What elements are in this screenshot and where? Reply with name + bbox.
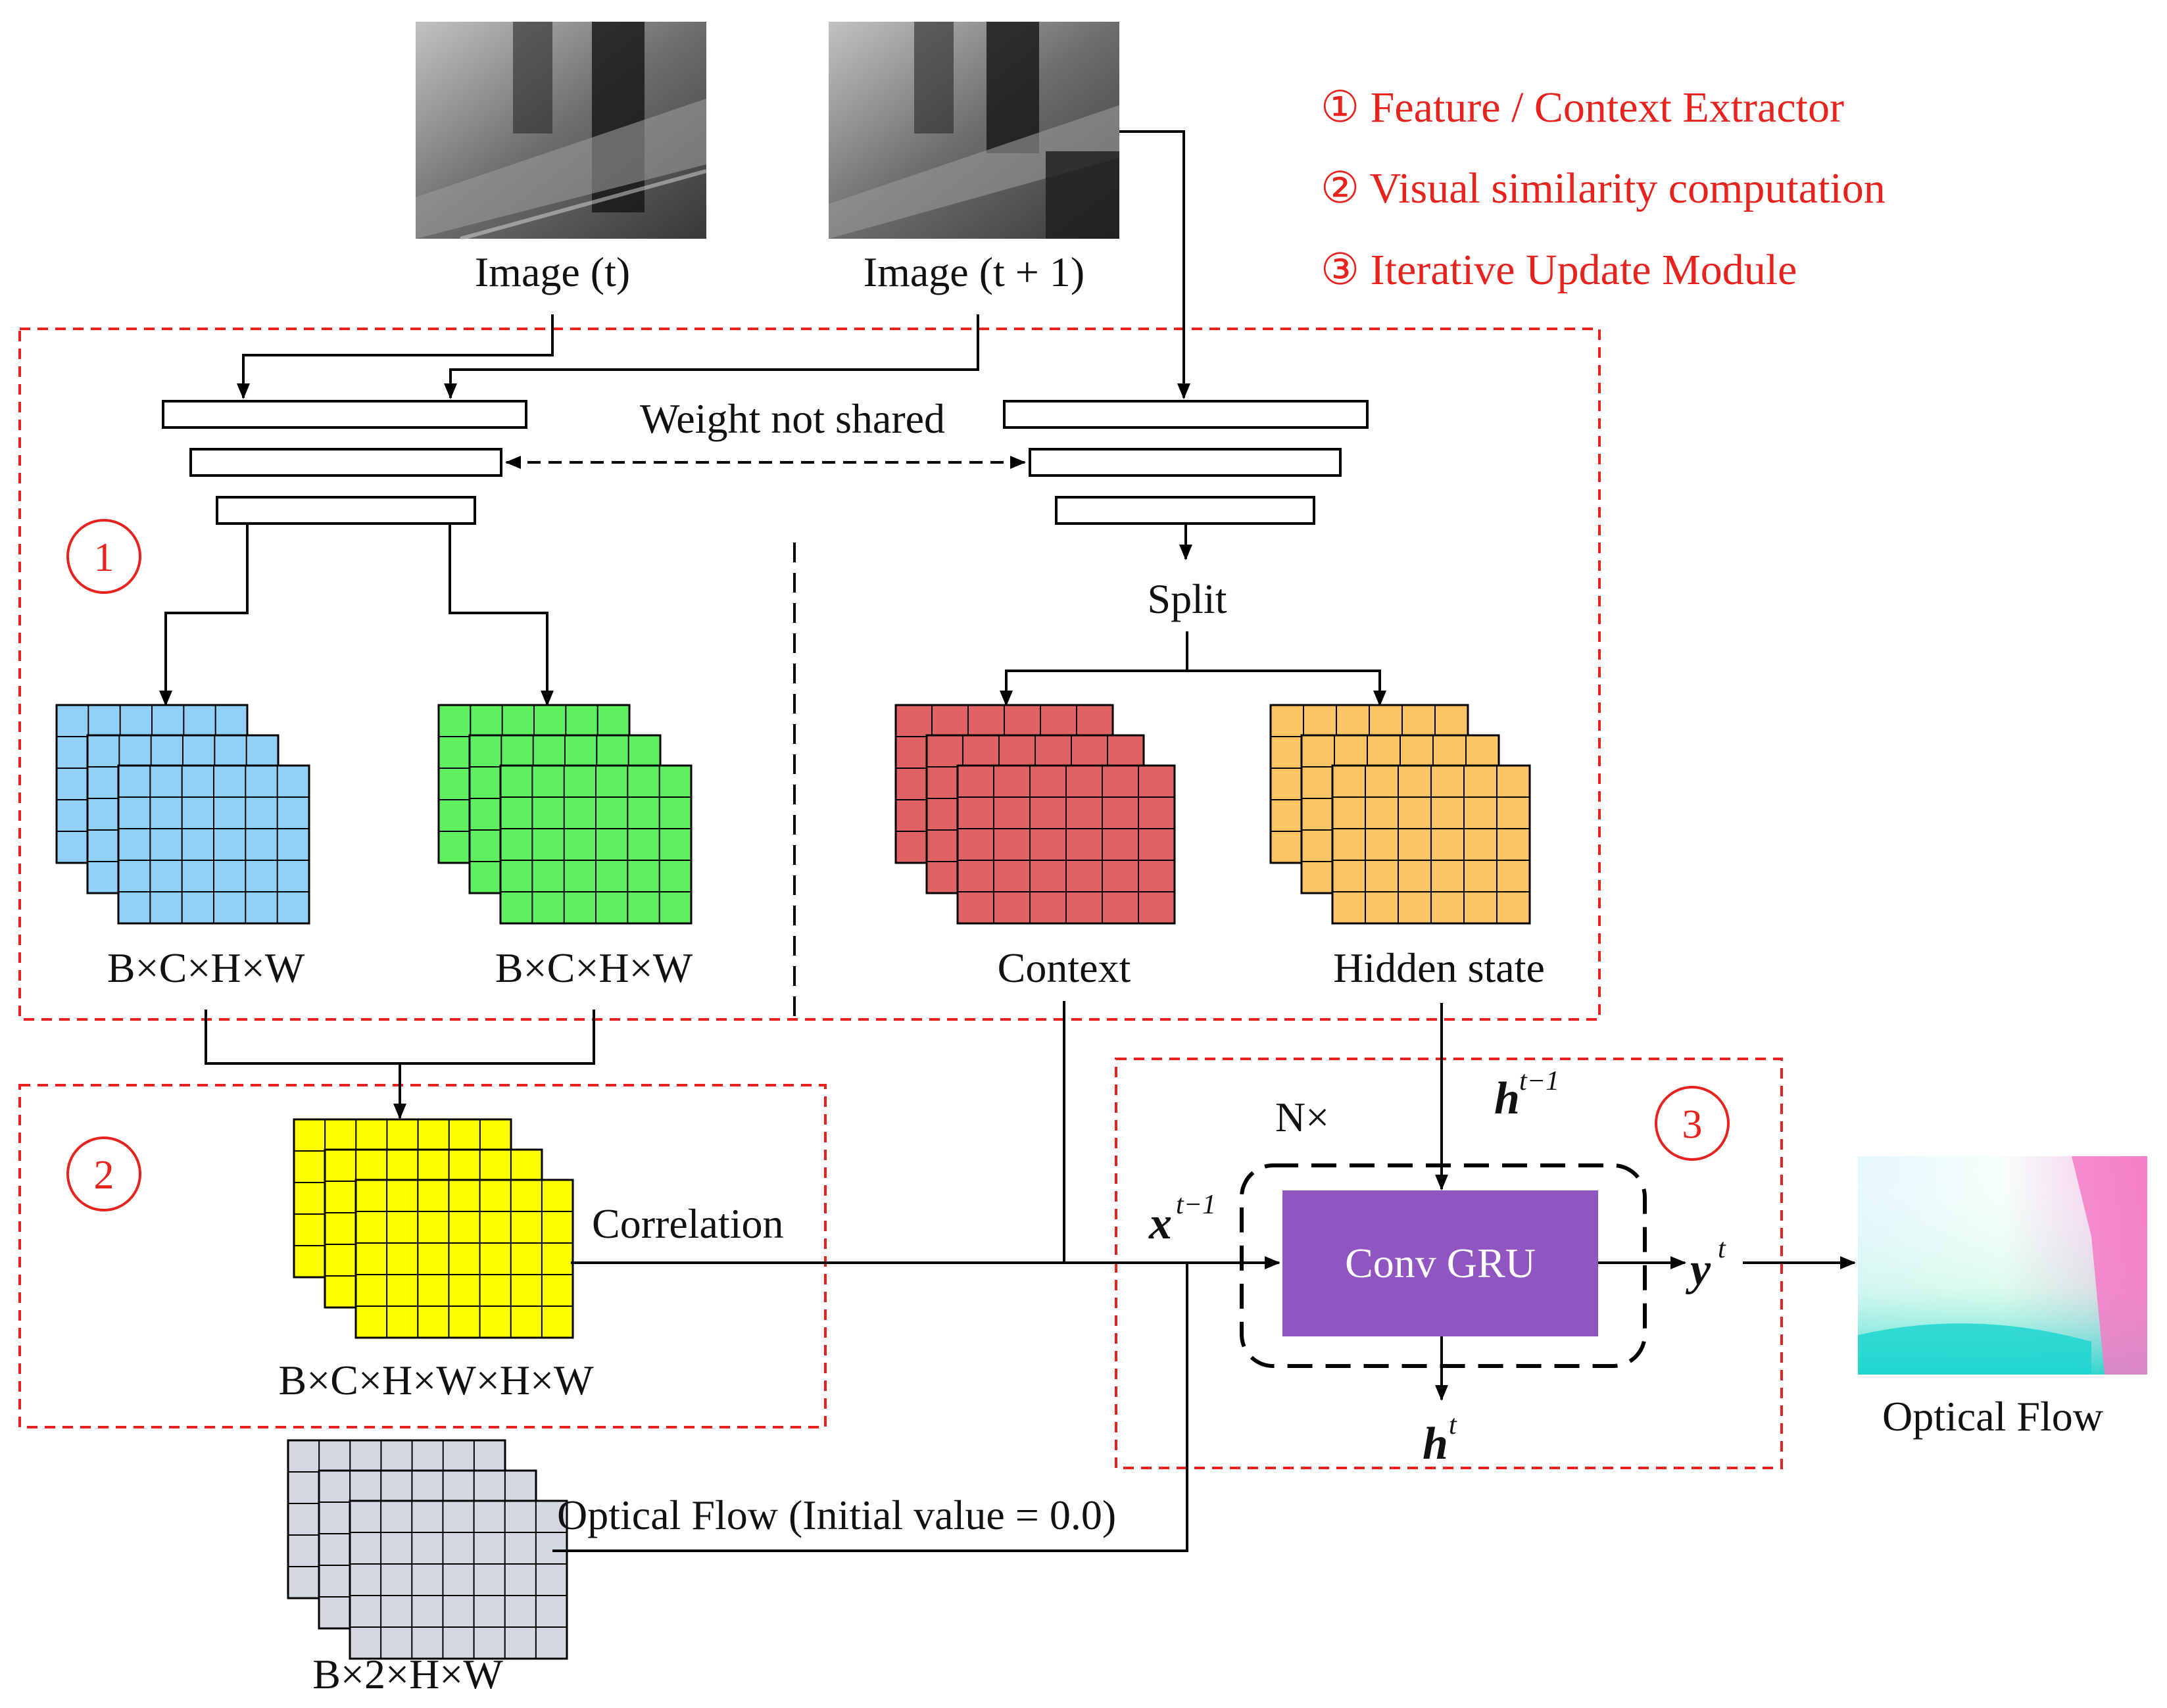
weight-not-shared-label: Weight not shared bbox=[640, 395, 945, 442]
region-2-number: 2 bbox=[94, 1153, 114, 1198]
connectors-top bbox=[159, 130, 1386, 1119]
initial-flow-stack bbox=[287, 1439, 568, 1660]
feature-encoder bbox=[162, 400, 527, 525]
region-1-marker bbox=[66, 519, 141, 594]
connectors-update bbox=[552, 1001, 1856, 1552]
context-encoder bbox=[1003, 400, 1369, 525]
region-1-number: 1 bbox=[94, 535, 114, 580]
h-prev-superscript: t−1 bbox=[1519, 1066, 1559, 1096]
legend-item-update-module: ③ Iterative Update Module bbox=[1321, 246, 1797, 294]
image-t1-thumbnail bbox=[829, 22, 1119, 239]
tensor-layer bbox=[354, 1179, 574, 1339]
feature-map-1-stack bbox=[55, 704, 310, 925]
context-map-stack bbox=[894, 704, 1176, 925]
correlation-dims: B×C×H×W×H×W bbox=[278, 1357, 594, 1403]
legend-item-visual-similarity: ② Visual similarity computation bbox=[1321, 164, 1886, 212]
h-prev-symbol: h bbox=[1494, 1073, 1520, 1124]
feature-map-2-dims: B×C×H×W bbox=[495, 944, 693, 991]
feature-map-1-dims: B×C×H×W bbox=[107, 944, 305, 991]
x-prev-superscript: t−1 bbox=[1176, 1190, 1216, 1220]
hidden-state-label: Hidden state bbox=[1333, 944, 1545, 991]
h-next-superscript: t bbox=[1449, 1410, 1457, 1440]
tensor-layer bbox=[349, 1500, 568, 1660]
context-label: Context bbox=[998, 944, 1131, 991]
split-label: Split bbox=[1148, 575, 1227, 622]
region-2-box bbox=[18, 1084, 827, 1428]
initial-flow-dims: B×2×H×W bbox=[312, 1651, 503, 1697]
correlation-volume-stack bbox=[293, 1118, 574, 1339]
optical-flow-output-label: Optical Flow bbox=[1882, 1393, 2103, 1440]
conv-gru-label: Conv GRU bbox=[1345, 1240, 1536, 1286]
optical-flow-output-image bbox=[1858, 1156, 2147, 1375]
conv-gru-block bbox=[1282, 1190, 1598, 1336]
x-prev-symbol: x bbox=[1148, 1198, 1172, 1249]
legend-item-feature-extractor: ① Feature / Context Extractor bbox=[1321, 84, 1844, 132]
region-2-marker bbox=[66, 1136, 141, 1211]
iteration-loop-box bbox=[1240, 1163, 1647, 1368]
initial-flow-label: Optical Flow (Initial value = 0.0) bbox=[557, 1492, 1116, 1538]
image-t1-label: Image (t + 1) bbox=[864, 249, 1084, 295]
region-3-number: 3 bbox=[1682, 1102, 1703, 1147]
y-output-symbol: y bbox=[1686, 1244, 1711, 1295]
iteration-count-label: N× bbox=[1275, 1094, 1329, 1140]
h-next-symbol: h bbox=[1423, 1419, 1448, 1469]
y-output-superscript: t bbox=[1718, 1234, 1726, 1264]
region-3-marker bbox=[1655, 1086, 1730, 1161]
region-1-box bbox=[18, 328, 1601, 1021]
image-t-thumbnail bbox=[416, 22, 707, 241]
image-t-label: Image (t) bbox=[475, 249, 630, 295]
correlation-label: Correlation bbox=[592, 1200, 783, 1247]
hidden-state-map-stack bbox=[1269, 704, 1531, 925]
feature-map-2-stack bbox=[437, 704, 693, 925]
